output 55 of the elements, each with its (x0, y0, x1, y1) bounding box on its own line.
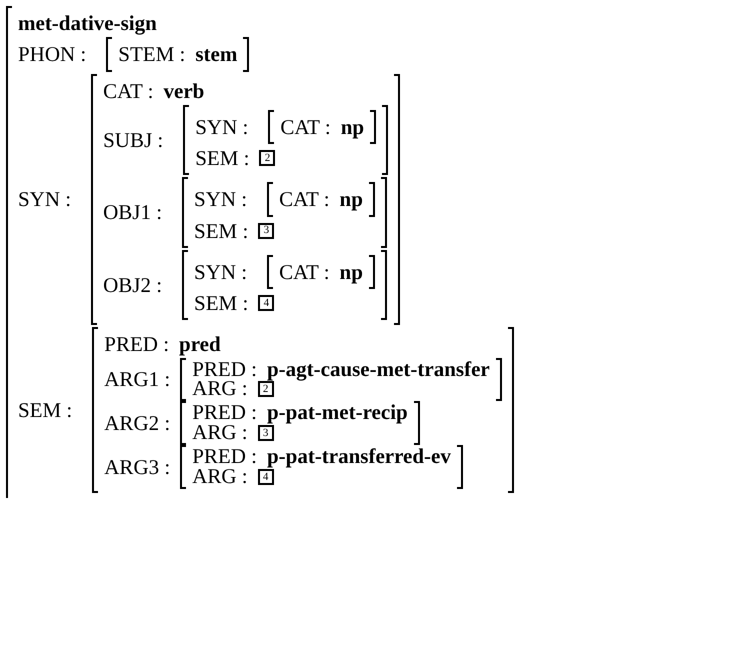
coindex-tag: 2 (258, 381, 274, 398)
attribute-name: SEM : (195, 145, 250, 172)
attribute-name: ARG : (192, 423, 248, 444)
feature-matrix (92, 327, 514, 494)
attribute-name: ARG3 : (104, 454, 170, 480)
attribute-name: SEM : (18, 397, 72, 424)
attribute-value: stem (195, 41, 238, 68)
feature-matrix (182, 250, 387, 320)
coindex-tag: 4 (258, 469, 274, 486)
coindex-tag: 3 (258, 425, 274, 442)
feature-matrix (180, 445, 463, 490)
attribute-value: verb (164, 78, 204, 104)
attribute-value: p-pat-met-recip (266, 403, 408, 424)
attribute-name: ARG : (192, 379, 248, 400)
attribute-name: ARG2 : (104, 410, 170, 436)
attribute-name: OBJ1 : (103, 199, 162, 226)
feature-matrix (91, 74, 400, 326)
attribute-name: CAT : (279, 258, 330, 285)
coindex-tag: 2 (259, 150, 276, 166)
attribute-name: PRED : (192, 360, 257, 380)
feature-matrix (106, 37, 250, 72)
feature-matrix (183, 104, 388, 176)
attribute-value: pred (179, 331, 221, 358)
feature-matrix (267, 254, 375, 289)
attribute-name: SYN : (195, 114, 248, 140)
attribute-name: CAT : (280, 114, 331, 140)
feature-matrix (182, 177, 387, 248)
coindex-tag: 3 (258, 222, 274, 239)
attribute-name: SYN : (194, 258, 248, 285)
attribute-name: ARG1 : (104, 366, 170, 393)
feature-matrix (180, 358, 502, 402)
attribute-value: np (340, 114, 364, 140)
attribute-value: np (340, 186, 363, 212)
feature-matrix (268, 110, 376, 144)
attribute-name: PRED : (104, 331, 170, 358)
attribute-name: SUBJ : (103, 126, 164, 154)
attribute-name: SYN : (194, 186, 248, 212)
attribute-name: SEM : (194, 290, 248, 316)
attribute-name: PHON : (18, 41, 86, 68)
attribute-name: CAT : (279, 186, 330, 212)
attribute-name: STEM : (118, 41, 186, 68)
attribute-name: OBJ2 : (103, 272, 162, 298)
coindex-tag: 4 (258, 295, 274, 312)
attribute-name: SYN : (18, 186, 72, 212)
feature-matrix (267, 182, 375, 216)
feature-matrix (180, 401, 420, 446)
attribute-name: SEM : (194, 218, 248, 244)
attribute-name: CAT : (103, 78, 154, 104)
attribute-value: p-agt-cause-met-transfer (266, 360, 490, 380)
type-label: met-dative-sign (18, 10, 157, 36)
attribute-name: ARG : (192, 467, 248, 488)
attribute-value: np (340, 258, 363, 285)
attribute-name: PRED : (192, 447, 257, 468)
attribute-name: PRED : (192, 403, 257, 424)
attribute-value: p-pat-transferred-ev (266, 447, 451, 468)
